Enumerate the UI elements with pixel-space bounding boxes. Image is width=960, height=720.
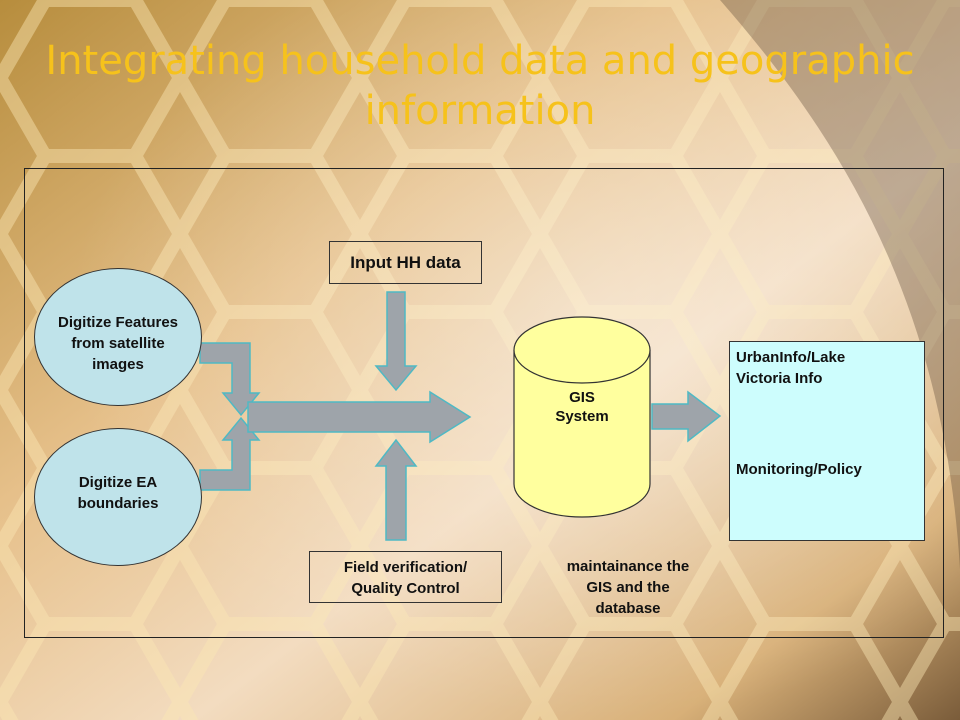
- arrow-input-down: [374, 291, 418, 392]
- node-output-line1: UrbanInfo/Lake Victoria Info: [736, 349, 846, 387]
- node-maintenance-label: maintainance the GIS and the database: [566, 558, 690, 617]
- node-input-hh: Input HH data: [329, 241, 482, 284]
- arrow-gis-to-output: [651, 390, 722, 443]
- node-satellite-label: Digitize Features from satellite images: [57, 314, 179, 373]
- node-field-verification-label: Field verification/ Quality Control: [343, 559, 468, 597]
- node-input-hh-label: Input HH data: [350, 253, 461, 272]
- node-output-line2: Monitoring/Policy: [736, 461, 862, 478]
- node-ea-label: Digitize EA boundaries: [77, 474, 159, 512]
- arrow-main-to-gis: [247, 390, 472, 444]
- slide-title: Integrating household data and geographi…: [45, 38, 915, 134]
- gis-cylinder: [513, 316, 651, 518]
- arrow-from-ea: [199, 416, 261, 491]
- node-gis-label: GIS System: [555, 389, 609, 425]
- node-output: UrbanInfo/Lake Victoria Info Monitoring/…: [729, 341, 925, 541]
- diagram-frame: [24, 168, 944, 638]
- node-ea-oval: [34, 428, 202, 566]
- arrow-field-up: [374, 438, 418, 541]
- node-satellite-oval: [34, 268, 202, 406]
- arrow-from-satellite: [199, 342, 261, 417]
- node-field-verification: Field verification/ Quality Control: [309, 551, 502, 603]
